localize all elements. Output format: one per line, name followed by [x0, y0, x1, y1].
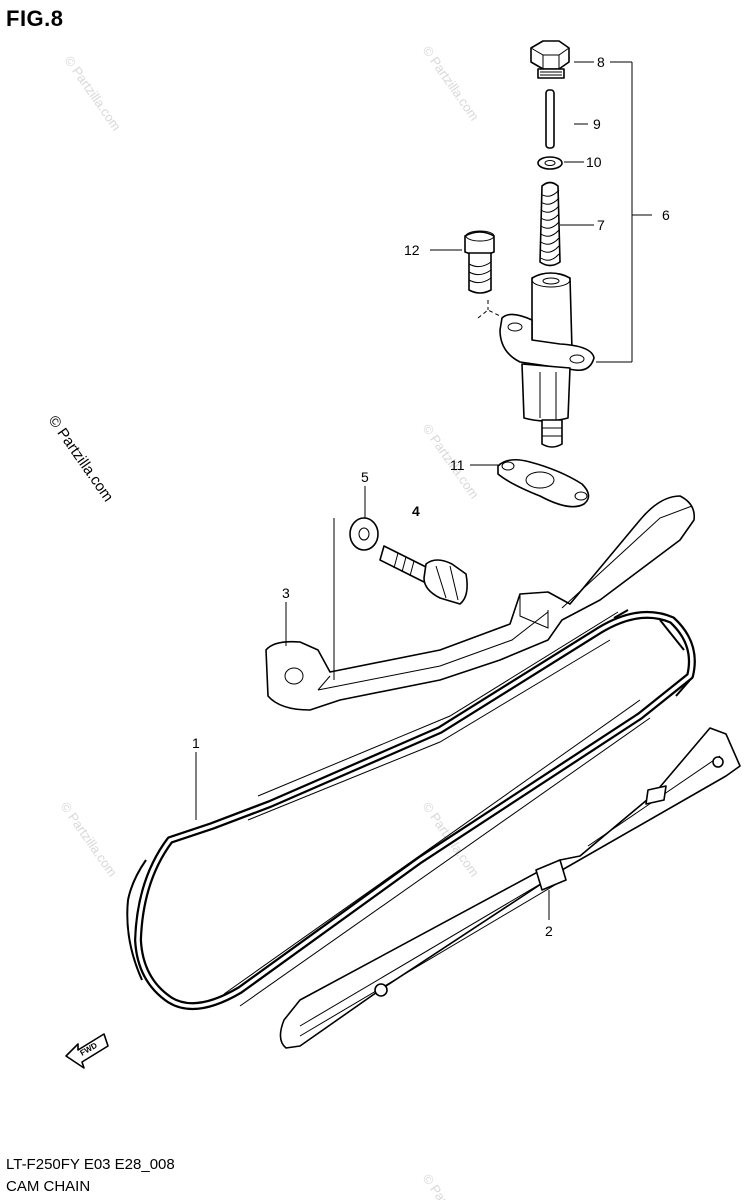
front-direction-arrow-icon: FWD	[65, 1033, 109, 1069]
part-2-chain-guide	[279, 727, 741, 1049]
part-10-gasket	[537, 156, 563, 170]
watermark-main: © Partzilla.com	[45, 413, 117, 506]
callout-7: 7	[597, 217, 605, 233]
callout-2: 2	[545, 923, 553, 939]
part-9-pin	[545, 89, 555, 149]
part-4-bolt	[379, 545, 468, 605]
callout-8: 8	[597, 54, 605, 70]
callout-4: 4	[412, 503, 420, 519]
callout-5: 5	[361, 469, 369, 485]
faint-watermarks: © Partzilla.com © Partzilla.com © Partzi…	[58, 43, 483, 1200]
part-7-spring	[539, 181, 561, 267]
callout-11: 11	[450, 457, 465, 473]
part-8-cap-bolt	[530, 40, 570, 79]
part-11-adjuster-gasket	[497, 458, 590, 508]
callout-3: 3	[282, 585, 290, 601]
part-3-chain-tensioner	[265, 495, 696, 711]
callout-12: 12	[404, 242, 420, 258]
figure-title: FIG.8	[6, 6, 64, 31]
callout-6: 6	[662, 207, 670, 223]
callout-1: 1	[192, 735, 200, 751]
watermark-faint-6: © Partzilla.com	[420, 1171, 483, 1200]
watermark-faint-1: © Partzilla.com	[62, 53, 125, 133]
part-6-tension-adjuster-body	[477, 272, 595, 448]
watermark-faint-2: © Partzilla.com	[420, 43, 483, 123]
part-12-adjuster-bolt	[464, 230, 495, 294]
watermark-faint-4: © Partzilla.com	[58, 799, 121, 879]
section-name-footer: CAM CHAIN	[6, 1178, 91, 1195]
part-1-cam-chain	[126, 609, 696, 1010]
callout-numbers: 8 9 10 7 6 12 11 5 4 3 1 2	[192, 54, 670, 939]
model-code-footer: LT-F250FY E03 E28_008	[6, 1156, 175, 1173]
part-5-washer	[349, 517, 379, 551]
leader-lines	[195, 61, 652, 920]
callout-10: 10	[586, 154, 602, 170]
callout-9: 9	[593, 116, 601, 132]
